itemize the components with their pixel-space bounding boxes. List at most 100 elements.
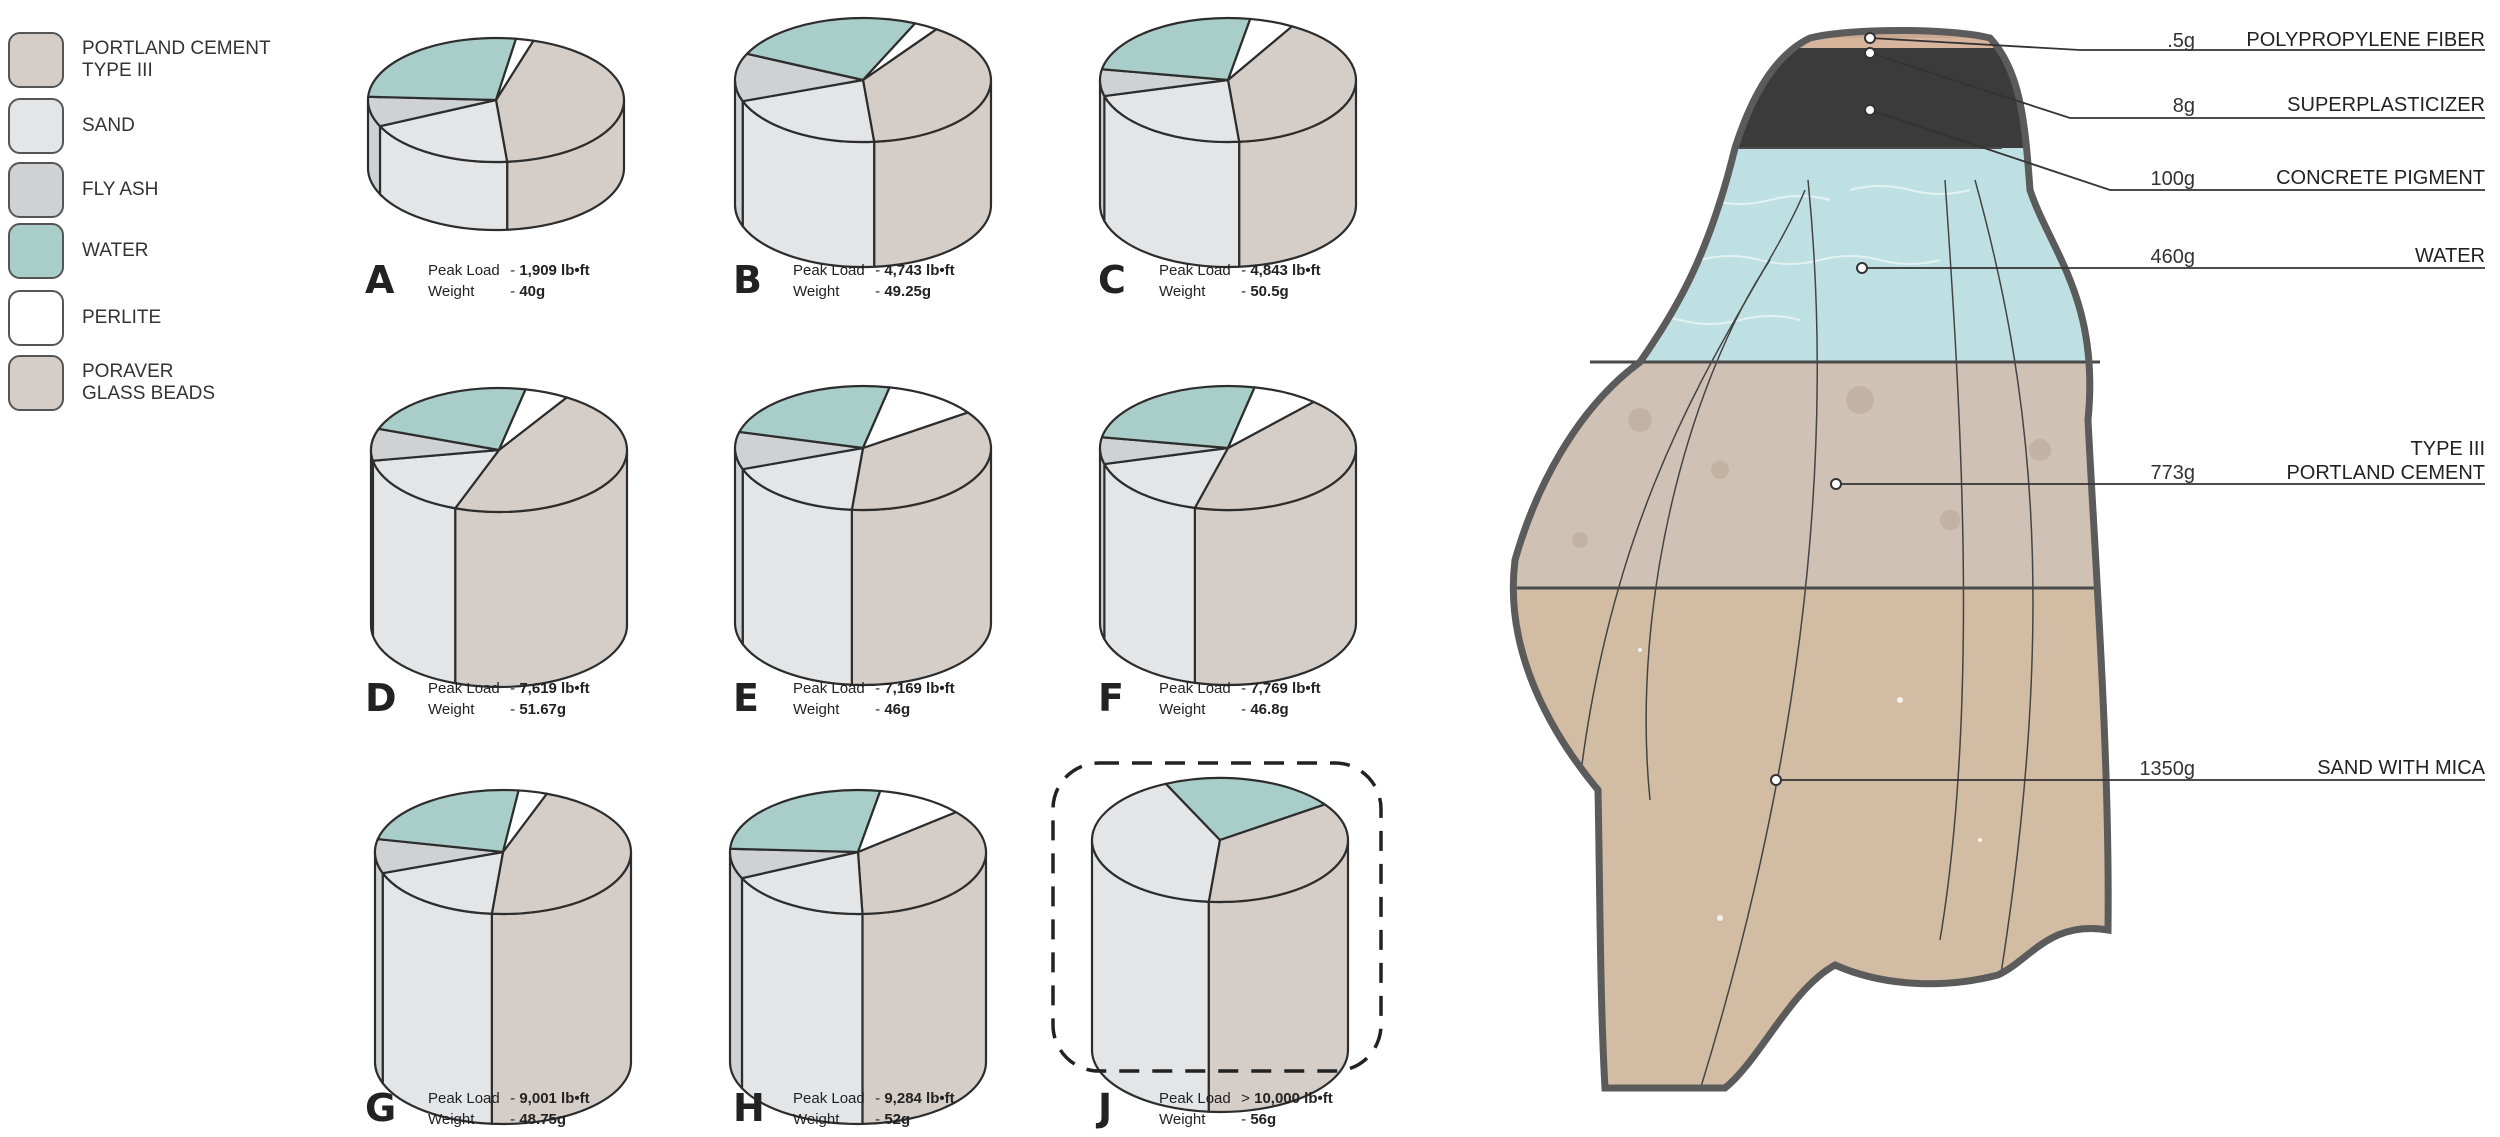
- peak-load-label: Peak Load: [793, 262, 865, 279]
- mix-letter: D: [365, 676, 397, 720]
- callout-leaders: [1776, 37, 2485, 781]
- mix-a-slice-cement: [494, 39, 626, 163]
- vessel-outline: [1509, 27, 2112, 1092]
- mix-c-slice-cement: [1226, 25, 1358, 143]
- mix-d-slice-water: [377, 386, 527, 452]
- weight-value: 52g: [884, 1111, 911, 1128]
- weight-label: Weight: [1159, 1111, 1206, 1128]
- legend-item-fly-ash: FLY ASH: [8, 162, 158, 218]
- mix-letter: G: [365, 1086, 397, 1130]
- mix-a-slice-sand: [378, 98, 509, 164]
- leader-superplasticizer: [1869, 52, 2485, 119]
- peak-load-value: 9,001 lb•ft: [519, 1090, 590, 1107]
- mix-letter: E: [733, 676, 759, 720]
- mix-e-slice-water: [738, 384, 891, 450]
- weight-value: 49.25g: [884, 283, 932, 300]
- point-polypropylene-fiber: [1864, 32, 1876, 44]
- peak-load-label: Peak Load: [793, 680, 865, 697]
- weight-label: Weight: [793, 1111, 840, 1128]
- weight-value: 50.5g: [1250, 283, 1289, 300]
- peak-load-label: Peak Load: [793, 1090, 865, 1107]
- weight-label: Weight: [1159, 701, 1206, 718]
- mix-a-cylinder: [360, 30, 632, 238]
- mix-f-slice-sand: [1103, 446, 1230, 509]
- peak-load-value: 7,169 lb•ft: [884, 680, 955, 697]
- mix-f-slice-perlite: [1226, 386, 1315, 450]
- mix-b-slice-fly: [733, 52, 865, 103]
- legend-item-poraver-glass-beads: PORAVER GLASS BEADS: [8, 355, 215, 411]
- callout-name-concrete-pigment: CONCRETE PIGMENT: [2276, 167, 2485, 189]
- point-concrete-pigment: [1864, 104, 1876, 116]
- mix-letter: H: [733, 1086, 765, 1130]
- callout-value-polypropylene-fiber: .5g: [2167, 30, 2195, 52]
- legend-label-perlite: PERLITE: [82, 307, 162, 328]
- peak-load-value: 7,769 lb•ft: [1250, 680, 1321, 697]
- weight-value: 46.8g: [1250, 701, 1289, 718]
- layer-concrete-pigment: [1513, 48, 2109, 148]
- weight-label: Weight: [793, 701, 840, 718]
- legend-label-sand: SAND: [82, 115, 135, 136]
- mix-stats: Peak Load - 4,743 lb•ft Weight - 49.25g: [793, 262, 955, 300]
- callout-value-water: 460g: [2150, 246, 2196, 268]
- mix-e-slice-sand: [741, 446, 865, 511]
- peak-load-value: 4,743 lb•ft: [884, 262, 955, 279]
- callout-name-water: WATER: [2415, 245, 2485, 267]
- mix-d-cylinder: [363, 380, 635, 695]
- leader-polypropylene-fiber: [1869, 37, 2485, 51]
- layer-water: [1513, 148, 2109, 362]
- peak-load-label: Peak Load: [1159, 1090, 1231, 1107]
- weight-label: Weight: [428, 1111, 475, 1128]
- mix-stats: Peak Load > 10,000 lb•ft Weight - 56g: [1159, 1090, 1333, 1128]
- mix-g-slice-cement: [490, 792, 633, 916]
- peak-load-comparator: >: [1241, 1090, 1250, 1107]
- legend-swatch-fly-ash: [8, 162, 64, 218]
- callout-points: [1770, 32, 1876, 786]
- mix-j-slice-sand: [1090, 782, 1222, 903]
- mix-a-slice-perlite: [494, 37, 535, 102]
- mix-f-slice-water: [1100, 384, 1256, 450]
- mix-g-slice-sand: [381, 850, 505, 915]
- mix-f-cylinder: [1092, 378, 1364, 693]
- mix-g-slice-water: [376, 788, 520, 854]
- mix-d-slice-perlite: [497, 388, 568, 452]
- legend-item-portland-cement: PORTLAND CEMENT TYPE III: [8, 32, 271, 88]
- leader-concrete-pigment: [1869, 109, 2485, 191]
- mix-c-slice-sand: [1103, 78, 1241, 144]
- mix-d-slice-sand: [371, 448, 501, 510]
- weight-label: Weight: [793, 283, 840, 300]
- mix-letter: F: [1098, 676, 1124, 720]
- peak-load-label: Peak Load: [428, 1090, 500, 1107]
- callout-value-concrete-pigment: 100g: [2150, 168, 2196, 190]
- peak-load-label: Peak Load: [428, 262, 500, 279]
- legend-label-water: WATER: [82, 240, 149, 261]
- mix-h-slice-cement: [856, 811, 988, 916]
- callout-name-portland-cement: TYPE III PORTLAND CEMENT: [2286, 438, 2485, 484]
- mix-b-slice-perlite: [861, 22, 938, 82]
- peak-load-label: Peak Load: [1159, 680, 1231, 697]
- mix-d-slice-cement: [454, 396, 629, 514]
- callout-name-polypropylene-fiber: POLYPROPYLENE FIBER: [2246, 29, 2485, 51]
- legend-swatch-water: [8, 223, 64, 279]
- mix-b-slice-water: [745, 16, 917, 82]
- legend-item-sand: SAND: [8, 98, 135, 154]
- mix-h-cylinder: [722, 782, 994, 1132]
- peak-load-value: 9,284 lb•ft: [884, 1090, 955, 1107]
- mix-j-slice-cement: [1207, 803, 1350, 904]
- peak-load-value: 7,619 lb•ft: [519, 680, 590, 697]
- weight-value: 51.67g: [519, 701, 567, 718]
- mix-stats: Peak Load - 9,001 lb•ft Weight - 48.75g: [428, 1090, 590, 1128]
- peak-load-value: 4,843 lb•ft: [1250, 262, 1321, 279]
- mix-b-slice-cement: [861, 28, 993, 143]
- layer-sand-with-mica: [1513, 588, 2109, 1088]
- weight-value: 40g: [519, 283, 546, 300]
- callout-name-superplasticizer: SUPERPLASTICIZER: [2287, 94, 2485, 116]
- weight-label: Weight: [428, 701, 475, 718]
- mix-stats: Peak Load - 7,619 lb•ft Weight - 51.67g: [428, 680, 590, 718]
- legend-item-water: WATER: [8, 223, 149, 279]
- legend-swatch-perlite: [8, 290, 64, 346]
- mix-e-slice-cement: [850, 411, 993, 512]
- mix-letter: J: [1098, 1086, 1113, 1130]
- mix-g-cylinder: [367, 782, 639, 1132]
- mix-c-cylinder: [1092, 10, 1364, 275]
